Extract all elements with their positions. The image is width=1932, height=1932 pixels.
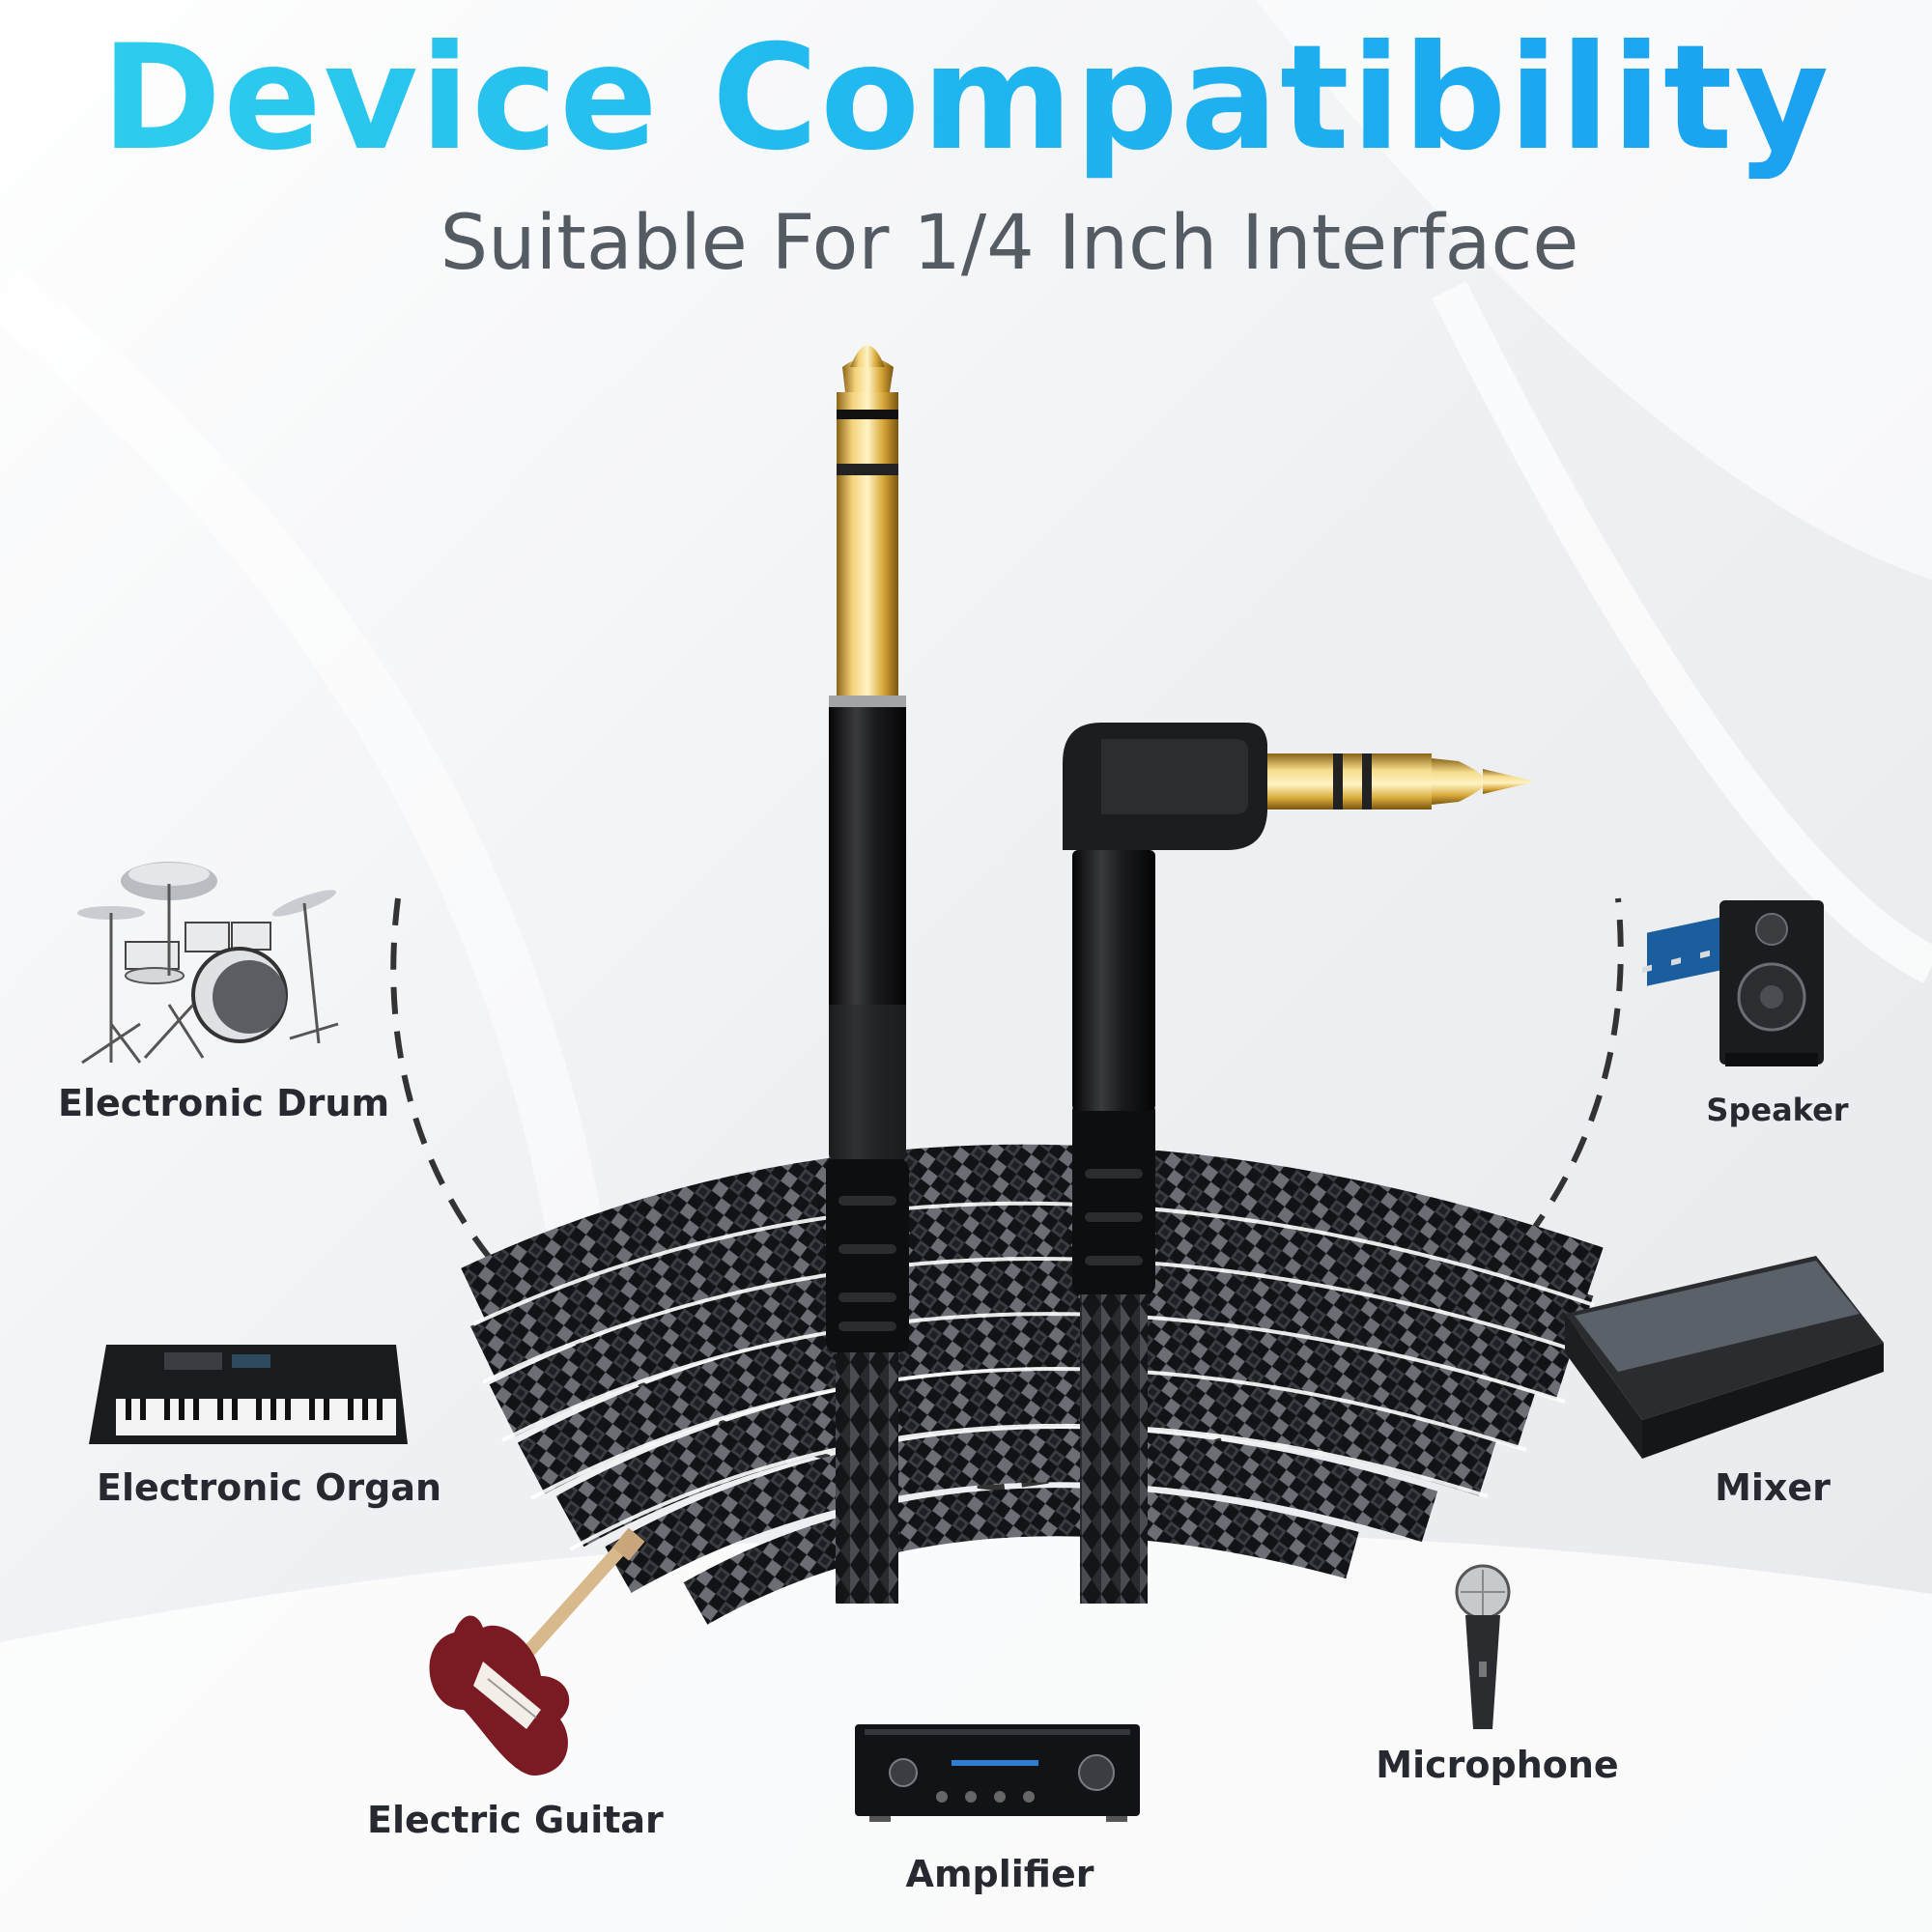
straight-plug-icon [826,345,909,1604]
drum-kit-icon [77,862,339,1065]
device-label-drum: Electronic Drum [58,1082,390,1124]
coiled-cable [461,1144,1604,1625]
right-angle-plug-icon [1063,723,1536,1604]
dashed-arc [390,897,1624,1492]
device-label-mixer: Mixer [1715,1466,1831,1509]
guitar-icon [429,1527,645,1776]
device-label-speaker: Speaker [1706,1092,1849,1128]
page-title: Device Compatibility [0,19,1932,179]
device-label-guitar: Electric Guitar [367,1799,664,1841]
speaker-icon [1719,900,1824,1066]
microphone-icon [1455,1564,1511,1729]
page-subtitle: Suitable For 1/4 Inch Interface [440,200,1579,287]
amplifier-icon [855,1724,1140,1822]
device-label-organ: Electronic Organ [97,1466,442,1509]
device-label-microphone: Microphone [1376,1744,1619,1786]
keyboard-icon [89,1345,408,1444]
mixer-icon [1565,913,1884,1459]
device-label-amplifier: Amplifier [905,1853,1094,1895]
